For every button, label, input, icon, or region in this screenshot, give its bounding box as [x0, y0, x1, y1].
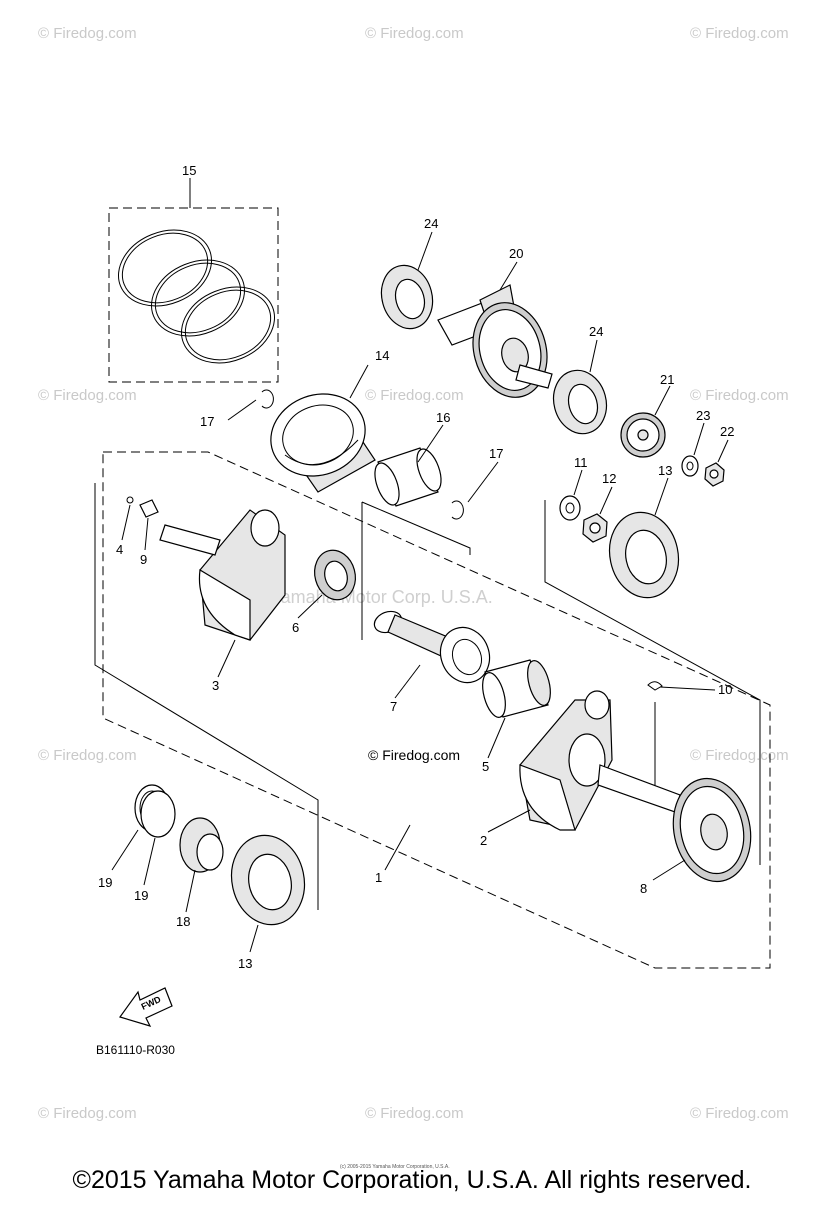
center-watermark: Yamaha Motor Corp. U.S.A. — [270, 587, 493, 607]
watermark: © Firedog.com — [690, 387, 789, 404]
callout-3: 3 — [212, 678, 219, 693]
sprocket — [620, 412, 666, 458]
callout-8: 8 — [640, 881, 647, 896]
right-outline — [544, 500, 761, 865]
washer-and-nut — [559, 495, 608, 543]
callout-19: 19 — [134, 888, 148, 903]
callout-22: 22 — [720, 424, 734, 439]
nut-and-washer — [681, 455, 725, 487]
woodruff-key — [647, 681, 663, 691]
fwd-arrow: FWD — [119, 987, 173, 1027]
callout-17: 17 — [489, 446, 503, 461]
piston-rings — [117, 229, 276, 364]
piston — [270, 393, 376, 493]
callout-6: 6 — [292, 620, 299, 635]
needle-bearing — [314, 549, 356, 601]
piston-pin-clips — [261, 389, 464, 520]
callout-17: 17 — [200, 414, 214, 429]
callout-4: 4 — [116, 542, 123, 557]
callout-23: 23 — [696, 408, 710, 423]
callout-5: 5 — [482, 759, 489, 774]
watermark: © Firedog.com — [38, 747, 137, 764]
callout-1: 1 — [375, 870, 382, 885]
bearings-13 — [230, 511, 680, 926]
callout-21: 21 — [660, 372, 674, 387]
pin-outline — [361, 501, 471, 555]
callout-15: 15 — [182, 163, 196, 178]
callout-9: 9 — [140, 552, 147, 567]
callout-12: 12 — [602, 471, 616, 486]
watermarks: © Firedog.com © Firedog.com © Firedog.co… — [38, 25, 789, 1122]
callout-7: 7 — [390, 699, 397, 714]
inner-outline — [94, 483, 319, 910]
callout-18: 18 — [176, 914, 190, 929]
callout-14: 14 — [375, 348, 389, 363]
watermark: © Firedog.com — [690, 747, 789, 764]
drive-gear — [672, 777, 752, 883]
crank-right — [519, 690, 681, 831]
callout-24: 24 — [424, 216, 438, 231]
group-outlines — [94, 207, 771, 969]
diagram-code: B161110-R030 — [96, 1043, 175, 1057]
callout-13: 13 — [238, 956, 252, 971]
crank-left — [159, 509, 286, 641]
watermark: © Firedog.com — [38, 1105, 137, 1122]
crank-assembly-outline — [102, 451, 771, 969]
callout-numbers: 15 24 20 24 14 21 17 16 23 22 17 11 12 1… — [98, 163, 734, 971]
crank-pin — [482, 659, 551, 718]
callout-24: 24 — [589, 324, 603, 339]
callout-2: 2 — [480, 833, 487, 848]
piston-pin — [374, 447, 442, 507]
watermark: © Firedog.com — [38, 25, 137, 42]
callout-10: 10 — [718, 682, 732, 697]
watermark: © Firedog.com — [365, 25, 464, 42]
shims-and-bush — [134, 784, 224, 873]
watermark: © Firedog.com — [365, 387, 464, 404]
callout-11: 11 — [574, 455, 588, 470]
connecting-rod — [373, 610, 491, 684]
piston-ring-set-outline — [108, 207, 279, 383]
watermark: © Firedog.com — [690, 1105, 789, 1122]
leader-lines — [111, 178, 729, 953]
balancer-shaft — [437, 284, 553, 398]
footer-copyright: ©2015 Yamaha Motor Corporation, U.S.A. A… — [73, 1166, 752, 1194]
key-and-bush — [126, 496, 159, 518]
firedog-watermark: © Firedog.com — [368, 747, 460, 763]
callout-16: 16 — [436, 410, 450, 425]
callout-19: 19 — [98, 875, 112, 890]
bearings-24 — [380, 264, 608, 435]
tiny-copyright: (c) 2005-2015 Yamaha Motor Corporation, … — [340, 1164, 450, 1170]
watermark: © Firedog.com — [690, 25, 789, 42]
callout-13: 13 — [658, 463, 672, 478]
callout-20: 20 — [509, 246, 523, 261]
watermark: © Firedog.com — [38, 387, 137, 404]
watermark: © Firedog.com — [365, 1105, 464, 1122]
